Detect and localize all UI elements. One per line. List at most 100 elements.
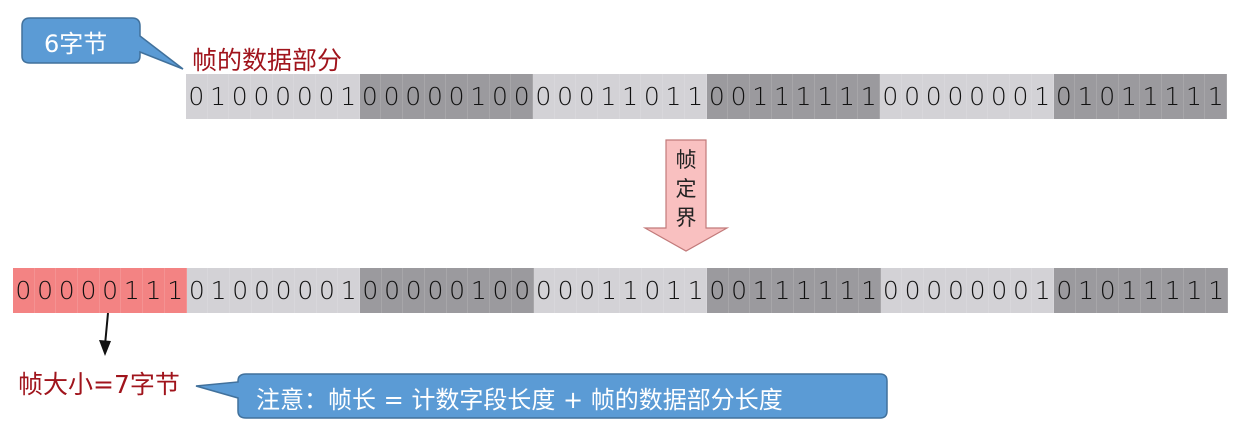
bit: 1 [599,268,621,313]
bit: 1 [1184,268,1206,313]
bit: 0 [35,268,57,313]
bit: 1 [794,268,816,313]
bit: 0 [642,268,664,313]
note-callout-shape [195,373,888,419]
bit: 1 [685,74,707,119]
bit: 0 [923,74,946,119]
bit: 1 [1140,74,1162,119]
bit: 0 [880,74,902,119]
arrow-char: 界 [675,206,697,230]
bit: 1 [815,268,838,313]
bit: 0 [490,268,512,313]
top-callout-text: 6字节 [44,30,108,58]
bit: 1 [1032,268,1054,313]
bit: 0 [533,74,555,119]
bit: 1 [663,74,685,119]
bit: 0 [707,268,729,313]
bit: 0 [881,268,903,313]
pointer-arrow-icon [99,312,111,356]
bit: 0 [577,268,599,313]
bit: 1 [598,74,620,119]
bit: 1 [750,74,772,119]
bit: 0 [1097,268,1120,313]
bit: 1 [338,268,360,313]
bit: 0 [382,268,404,313]
bit: 1 [1076,268,1098,313]
bit: 0 [78,268,100,313]
bit: 0 [555,74,577,119]
bit: 0 [360,268,382,313]
bit: 0 [251,74,273,119]
bit: 1 [121,268,144,313]
bit: 0 [1054,74,1076,119]
bit: 0 [989,268,1011,313]
bit: 0 [1054,268,1076,313]
bit: 0 [316,74,338,119]
bit: 0 [230,268,252,313]
bit: 0 [946,268,968,313]
bit: 0 [273,74,295,119]
arrow-char: 定 [675,177,697,201]
bit: 0 [273,268,295,313]
bit: 1 [208,268,230,313]
data-part-label: 帧的数据部分 [192,46,343,75]
bit: 1 [1162,74,1184,119]
note-callout-text: 注意：帧长 = 计数字段长度 + 帧的数据部分长度 [256,386,783,414]
bit: 1 [1119,74,1141,119]
bit: 1 [1119,268,1141,313]
bit: 1 [772,74,794,119]
bit: 1 [1032,74,1054,119]
arrow-char: 帧 [675,148,697,172]
bit: 0 [902,268,924,313]
bit: 0 [360,74,382,119]
bit: 1 [750,268,773,313]
bit: 1 [815,74,837,119]
bit: 1 [837,74,859,119]
bit: 1 [1162,268,1185,313]
bit: 0 [641,74,664,119]
bit: 1 [1141,268,1163,313]
bit: 1 [468,74,490,119]
top-callout-shape [21,17,184,70]
frame-delimit-arrow-label: 帧 定 界 [671,146,701,233]
bit: 0 [56,268,79,313]
bit: 1 [468,268,491,313]
bit: 1 [208,74,230,119]
bit: 0 [729,268,751,313]
bit: 0 [381,74,403,119]
bit: 0 [446,74,468,119]
bit: 1 [664,268,686,313]
bit: 0 [403,268,426,313]
bit: 0 [252,268,274,313]
bit: 0 [576,74,599,119]
bit: 0 [728,74,750,119]
bit: 1 [1184,74,1206,119]
bit: 1 [620,268,642,313]
bit: 0 [1011,268,1033,313]
bit: 0 [1097,74,1119,119]
bit: 0 [924,268,946,313]
bit: 1 [837,268,859,313]
bit: 1 [1206,268,1228,313]
bit: 0 [425,74,447,119]
bit: 1 [793,74,815,119]
bit: 0 [447,268,469,313]
bit: 0 [945,74,967,119]
bit: 0 [403,74,425,119]
bit: 0 [1010,74,1032,119]
bit: 1 [685,268,707,313]
bit: 0 [187,268,209,313]
bit: 0 [967,268,989,313]
frame-delimit-arrow-shape [642,139,730,252]
bit: 0 [511,74,533,119]
bit: 0 [425,268,447,313]
